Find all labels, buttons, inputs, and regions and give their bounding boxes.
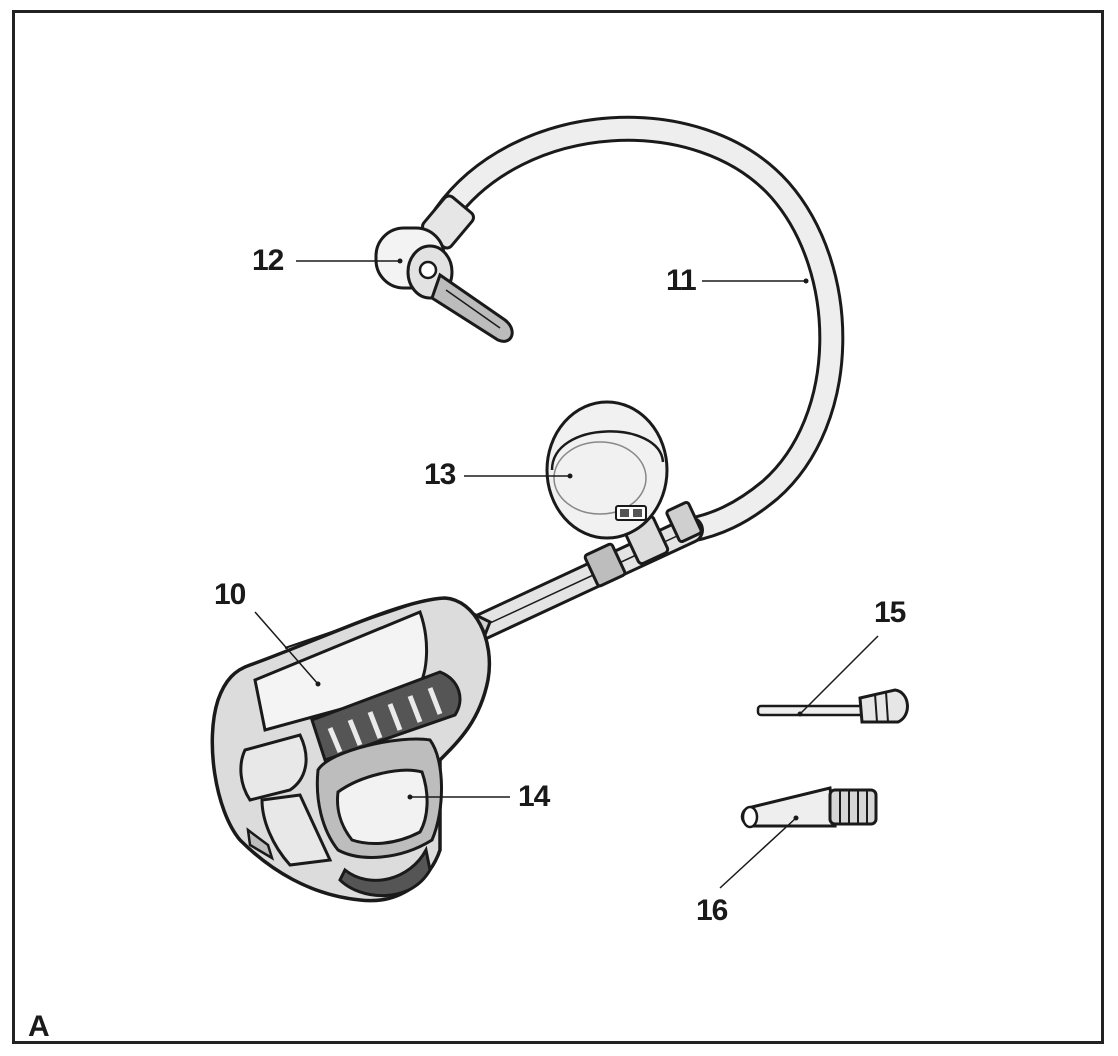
callout-10: 10: [214, 578, 246, 611]
nozzle-adapter: [740, 786, 878, 829]
leader-dots: [315, 258, 809, 821]
callout-15: 15: [874, 596, 906, 629]
leader-line-16: [719, 817, 797, 889]
leader-line-15: [799, 635, 879, 715]
callout-12: 12: [252, 244, 284, 277]
pressure-gauge: [545, 400, 669, 540]
callout-14: 14: [518, 780, 550, 813]
compressor-body: [210, 596, 492, 903]
callout-16: 16: [696, 894, 728, 927]
leader-line-10: [254, 611, 319, 685]
leader-lines: [254, 260, 879, 889]
callout-13: 13: [424, 458, 456, 491]
figure-label: A: [28, 1010, 50, 1043]
figure-frame: [12, 10, 1104, 1044]
valve-connector: [374, 194, 514, 343]
needle-adapter: [756, 688, 909, 724]
callout-11: 11: [666, 264, 697, 297]
